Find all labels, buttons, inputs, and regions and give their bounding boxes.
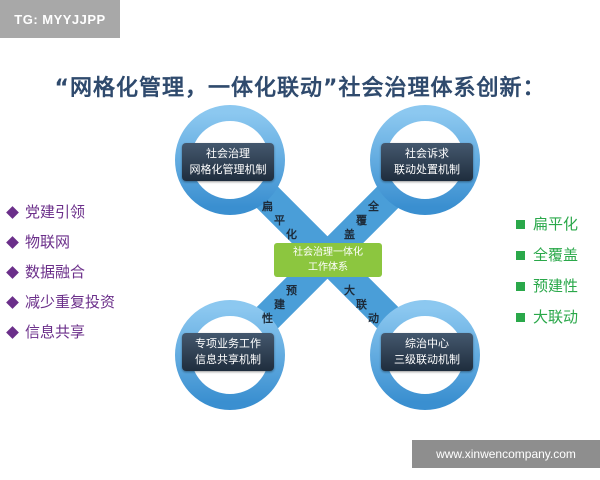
arm-char: 盖	[344, 228, 355, 241]
list-item-label: 扁平化	[533, 215, 579, 233]
list-item: 信息共享	[6, 317, 115, 347]
diamond-bullet-icon	[6, 295, 19, 309]
watermark-top-left: TG: MYYJJPP	[0, 0, 120, 38]
box-line: 信息共享机制	[195, 353, 261, 366]
list-item: 党建引领	[6, 197, 115, 227]
arm-char: 动	[368, 312, 379, 325]
diamond-bullet-icon	[6, 325, 19, 339]
box-social-appeal: 社会诉求 联动处置机制	[381, 143, 473, 181]
list-item: 减少重复投资	[6, 287, 116, 317]
list-item-label: 信息共享	[25, 323, 86, 341]
square-bullet-icon	[516, 282, 525, 291]
list-item: 数据融合	[6, 257, 115, 287]
arm-char: 全	[368, 200, 379, 213]
list-item: 全覆盖	[516, 240, 578, 271]
arm-char: 覆	[356, 214, 367, 227]
square-bullet-icon	[516, 251, 525, 260]
arm-char: 大	[344, 284, 355, 297]
arm-char: 预	[286, 284, 297, 297]
arm-char: 平	[274, 214, 285, 227]
right-feature-list: 扁平化 全覆盖 预建性 大联动	[516, 209, 578, 333]
list-item-label: 预建性	[533, 277, 579, 295]
list-item: 大联动	[516, 302, 578, 333]
box-governance-grid: 社会治理 网格化管理机制	[182, 143, 274, 181]
list-item: 扁平化	[516, 209, 578, 240]
diamond-bullet-icon	[6, 265, 19, 279]
arm-char: 联	[356, 298, 367, 311]
left-feature-list: 党建引领 物联网 数据融合 减少重复投资 信息共享	[6, 197, 116, 347]
box-line: 网格化管理机制	[189, 163, 267, 176]
list-item-label: 全覆盖	[533, 246, 579, 264]
box-special-business: 专项业务工作 信息共享机制	[182, 333, 274, 371]
list-item-label: 大联动	[533, 308, 579, 326]
center-line: 工作体系	[308, 262, 348, 273]
arm-char: 扁	[262, 200, 273, 213]
watermark-bottom-right: www.xinwencompany.com	[412, 440, 600, 468]
center-box: 社会治理一体化 工作体系	[274, 243, 382, 277]
box-comprehensive-center: 综治中心 三级联动机制	[381, 333, 473, 371]
box-line: 综治中心	[405, 337, 449, 350]
page-title: “网格化管理，一体化联动”社会治理体系创新：	[54, 76, 546, 101]
square-bullet-icon	[516, 220, 525, 229]
list-item-label: 党建引领	[25, 203, 86, 221]
list-item: 物联网	[6, 227, 115, 257]
diamond-bullet-icon	[6, 205, 19, 219]
arm-char: 建	[274, 298, 285, 311]
box-line: 三级联动机制	[394, 353, 460, 366]
box-line: 社会治理	[206, 147, 250, 160]
arm-char: 化	[286, 228, 297, 241]
diamond-bullet-icon	[6, 235, 19, 249]
square-bullet-icon	[516, 313, 525, 322]
box-line: 社会诉求	[405, 147, 449, 160]
list-item-label: 减少重复投资	[25, 293, 116, 311]
list-item-label: 数据融合	[25, 263, 86, 281]
list-item: 预建性	[516, 271, 578, 302]
center-line: 社会治理一体化	[293, 247, 363, 258]
box-line: 专项业务工作	[195, 337, 261, 350]
box-line: 联动处置机制	[394, 163, 460, 176]
arm-char: 性	[262, 312, 273, 325]
list-item-label: 物联网	[25, 233, 71, 251]
